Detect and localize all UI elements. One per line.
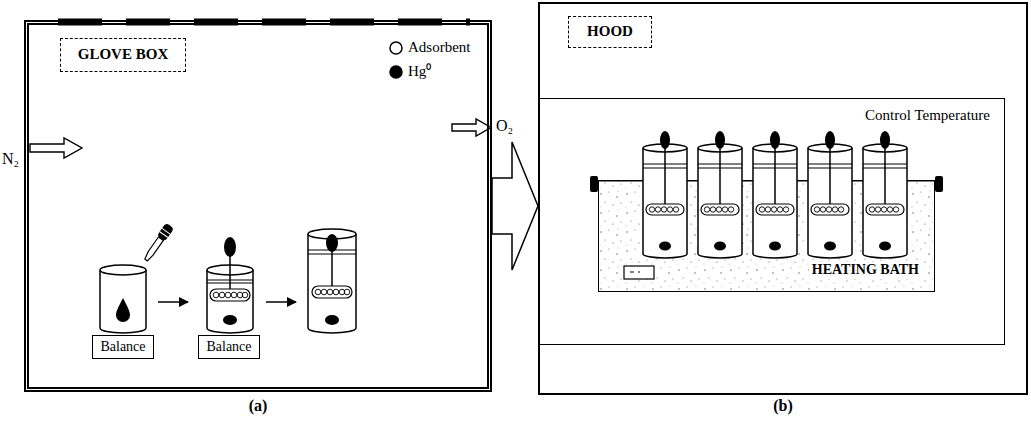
node-label: Balance	[100, 339, 145, 355]
step-arrow	[266, 301, 296, 303]
balance-box: Balance	[92, 335, 154, 359]
glove-box-tag: GLOVE BOX	[60, 38, 186, 72]
bath-handle	[935, 176, 943, 192]
weighing-jar	[207, 237, 253, 333]
node-label: (a)	[29, 397, 487, 415]
process-arrow	[492, 142, 538, 270]
node-label: HEATING BATH	[809, 262, 922, 278]
node-label: HOOD	[587, 23, 633, 40]
legend-text: Hg⁰	[408, 63, 431, 80]
bath-display	[624, 266, 654, 279]
weighing-jar	[100, 265, 146, 333]
legend-text: Adsorbent	[408, 39, 471, 56]
legend-sample	[390, 42, 402, 54]
gas-inlet-arrow	[30, 138, 82, 158]
sealed-jar	[308, 229, 356, 333]
step-arrow	[158, 301, 188, 303]
temperature-cabinet: Control TemperatureHEATING BATH	[538, 98, 1005, 345]
sample-vial	[863, 131, 907, 258]
dropper	[142, 223, 174, 263]
gas-label: N₂	[2, 150, 19, 168]
heating-bath: HEATING BATH	[598, 180, 935, 292]
gas-outlet-arrow	[452, 119, 491, 136]
balance-box: Balance	[198, 335, 260, 359]
gas-label: O₂	[496, 117, 513, 135]
node-label: Control Temperature	[865, 107, 990, 124]
legend-sample	[390, 66, 402, 78]
node-label: Balance	[206, 339, 251, 355]
node-label: (b)	[540, 397, 1026, 415]
node-label: GLOVE BOX	[78, 46, 168, 63]
hood-panel: (b)HOODControl TemperatureHEATING BATH	[538, 2, 1028, 395]
sample-vial	[808, 131, 852, 258]
sample-vial	[643, 131, 687, 258]
hood-tag: HOOD	[568, 16, 652, 48]
sample-vial	[753, 131, 797, 258]
sample-vial	[698, 131, 742, 258]
bath-handle	[590, 176, 598, 192]
